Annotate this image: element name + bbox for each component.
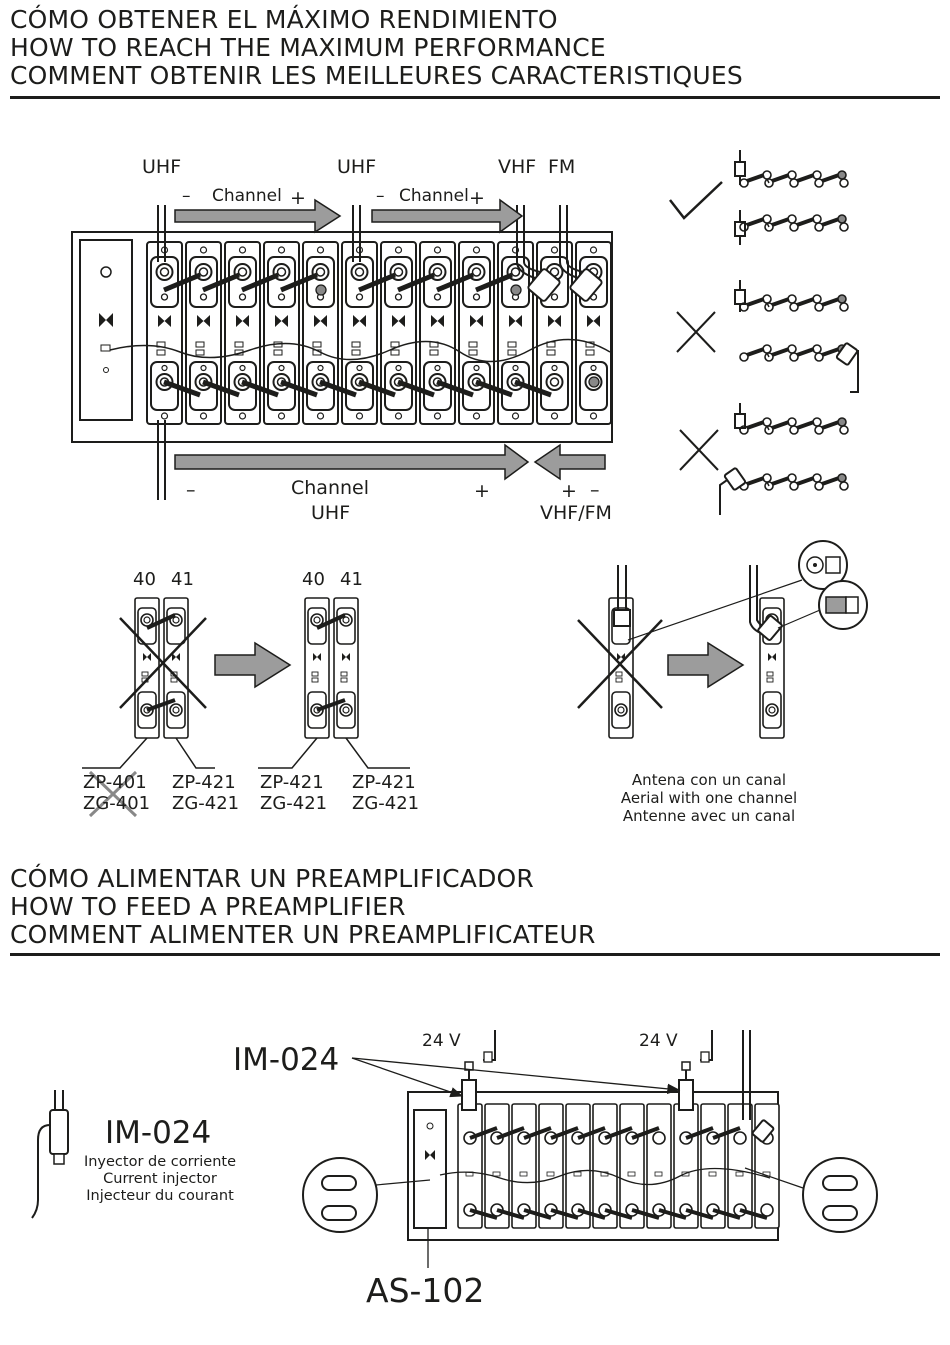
label-im024: IM-024 bbox=[233, 1042, 339, 1078]
power-supply-module bbox=[79, 239, 133, 421]
label-24v-left: 24 V bbox=[422, 1031, 461, 1051]
section-1-title: CÓMO OBTENER EL MÁXIMO RENDIMIENTO HOW T… bbox=[10, 6, 743, 90]
adjacent-channel-diagram bbox=[82, 597, 410, 818]
label-zg401: ZG-401 bbox=[83, 793, 150, 814]
section-2-rule bbox=[10, 953, 940, 956]
section-2-title: CÓMO ALIMENTAR UN PREAMPLIFICADOR HOW TO… bbox=[10, 865, 596, 949]
label-zg421-b: ZG-421 bbox=[260, 793, 327, 814]
caption-es: Antena con un canal bbox=[632, 771, 786, 789]
minus-bottom: – bbox=[186, 479, 196, 501]
injector-en: Current injector bbox=[103, 1171, 217, 1187]
injector-name: IM-024 bbox=[105, 1115, 211, 1151]
section-1-title-es: CÓMO OBTENER EL MÁXIMO RENDIMIENTO bbox=[10, 5, 558, 34]
label-channel-2: Channel bbox=[399, 186, 469, 206]
label-zp421-c: ZP-421 bbox=[352, 772, 416, 793]
section-1-rule bbox=[10, 96, 940, 99]
section-2-title-es: CÓMO ALIMENTAR UN PREAMPLIFICADOR bbox=[10, 864, 534, 893]
section-1-title-fr: COMMENT OBTENIR LES MEILLEURES CARACTERI… bbox=[10, 61, 743, 90]
label-ch40-b: 40 bbox=[302, 569, 325, 590]
section-2-title-fr: COMMENT ALIMENTER UN PREAMPLIFICATEUR bbox=[10, 920, 596, 949]
minus-2: – bbox=[376, 186, 385, 206]
section-2-title-en: HOW TO FEED A PREAMPLIFIER bbox=[10, 892, 406, 921]
cross-icon-2 bbox=[679, 429, 719, 471]
injector-fr: Injecteur du courant bbox=[86, 1188, 234, 1204]
cross-icon-3 bbox=[119, 617, 207, 709]
label-as102: AS-102 bbox=[366, 1271, 484, 1310]
plus-2: + bbox=[469, 187, 485, 209]
label-zp401: ZP-401 bbox=[83, 772, 147, 793]
caption-fr: Antenne avec un canal bbox=[623, 807, 795, 825]
cross-icon-5 bbox=[577, 619, 663, 709]
label-ch40-a: 40 bbox=[133, 569, 156, 590]
label-zp421-a: ZP-421 bbox=[172, 772, 236, 793]
label-zg421-a: ZG-421 bbox=[172, 793, 239, 814]
single-channel-diagram bbox=[577, 540, 868, 739]
rack-diagram-1 bbox=[71, 198, 613, 500]
plus-1: + bbox=[290, 187, 306, 209]
label-24v-right: 24 V bbox=[639, 1031, 678, 1051]
cross-icon-4 bbox=[88, 770, 138, 818]
label-fm: FM bbox=[548, 156, 575, 178]
label-vhf-fm: VHF/FM bbox=[540, 502, 612, 524]
plus-vhf: + bbox=[561, 480, 577, 502]
section-1-title-en: HOW TO REACH THE MAXIMUM PERFORMANCE bbox=[10, 33, 606, 62]
minus-1: – bbox=[182, 186, 191, 206]
check-icon bbox=[669, 181, 723, 220]
injector-es: Inyector de corriente bbox=[84, 1154, 236, 1170]
cross-icon-1 bbox=[676, 311, 716, 353]
injector-diagram bbox=[31, 1030, 878, 1268]
plus-bottom: + bbox=[474, 480, 490, 502]
label-uhf-left: UHF bbox=[142, 156, 181, 178]
label-uhf-mid: UHF bbox=[337, 156, 376, 178]
label-channel-bottom: Channel bbox=[291, 477, 369, 499]
chain-examples bbox=[669, 150, 859, 515]
caption-en: Aerial with one channel bbox=[621, 789, 797, 807]
label-zg421-c: ZG-421 bbox=[352, 793, 419, 814]
label-vhf: VHF bbox=[498, 156, 536, 178]
label-ch41-b: 41 bbox=[340, 569, 363, 590]
label-uhf-bottom: UHF bbox=[311, 502, 350, 524]
minus-vhf: – bbox=[590, 479, 600, 501]
label-zp421-b: ZP-421 bbox=[260, 772, 324, 793]
label-channel-1: Channel bbox=[212, 186, 282, 206]
label-ch41-a: 41 bbox=[171, 569, 194, 590]
